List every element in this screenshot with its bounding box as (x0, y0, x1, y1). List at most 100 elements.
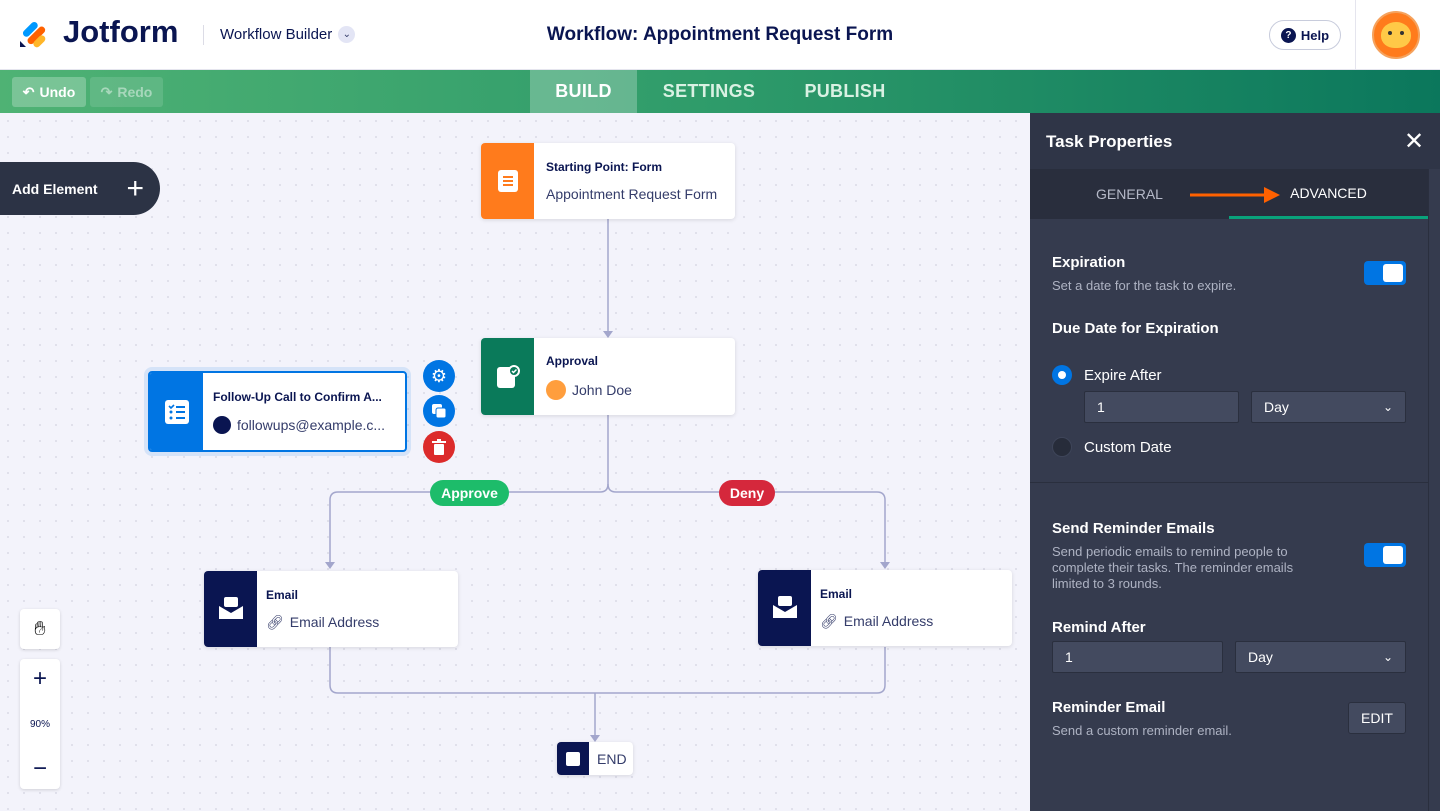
node-title: Starting Point: Form (546, 160, 662, 174)
remind-unit-select[interactable]: Day ⌄ (1235, 641, 1406, 673)
tab-settings[interactable]: SETTINGS (662, 81, 756, 101)
undo-icon: ↶ (22, 83, 35, 100)
zoom-in-button[interactable]: + (32, 665, 47, 692)
add-element-label: Add Element (12, 180, 98, 197)
zoom-level: 90% (29, 718, 50, 730)
top-header: Jotform Workflow Builder ⌄ Workflow: App… (0, 0, 1440, 70)
node-subtitle: Email Address (289, 614, 380, 630)
node-subtitle: followups@example.c... (237, 416, 386, 433)
email-icon (204, 571, 257, 647)
divider (1355, 0, 1356, 70)
remind-amount-input[interactable]: 1 (1052, 641, 1223, 673)
chevron-down-icon: ⌄ (338, 26, 356, 43)
input-value: 1 (1065, 649, 1073, 665)
node-title: Approval (546, 353, 599, 368)
task-properties-panel: Task Properties ✕ GENERAL ADVANCED Expir… (1030, 113, 1440, 811)
trash-icon[interactable] (423, 431, 455, 463)
divider (203, 25, 204, 45)
email-icon (758, 570, 811, 646)
jotform-logo-icon (18, 17, 50, 49)
expiration-label: Expiration (1052, 254, 1126, 271)
help-icon: ? (1280, 27, 1296, 43)
app-menu-label: Workflow Builder (220, 26, 333, 43)
node-email-approve[interactable]: Email 🔗︎ Email Address (204, 571, 458, 647)
approve-branch-label[interactable]: Approve (430, 480, 509, 506)
close-icon[interactable]: ✕ (1404, 128, 1425, 155)
select-value: Day (1248, 649, 1273, 665)
expiration-toggle[interactable] (1364, 261, 1406, 285)
deny-branch-label[interactable]: Deny (719, 480, 775, 506)
add-element-button[interactable]: Add Element + (0, 162, 160, 215)
panel-title: Task Properties (1046, 132, 1173, 151)
stop-icon (557, 742, 589, 775)
connector-merge (329, 647, 886, 694)
select-value: Day (1264, 399, 1289, 415)
expire-amount-input[interactable]: 1 (1084, 391, 1239, 423)
link-icon: 🔗︎ (820, 612, 838, 629)
reminder-email-label: Reminder Email (1052, 699, 1166, 716)
zoom-out-button[interactable]: − (32, 755, 47, 782)
hand-icon: ✋︎ (34, 617, 46, 640)
node-title: Follow-Up Call to Confirm A... (213, 389, 382, 404)
form-icon (481, 143, 534, 219)
due-date-label: Due Date for Expiration (1052, 320, 1219, 337)
user-avatar-icon (546, 379, 566, 400)
node-followup-call[interactable]: Follow-Up Call to Confirm A... followups… (148, 371, 407, 452)
builder-toolbar: ↶Undo ↷Redo BUILD SETTINGS PUBLISH (0, 70, 1440, 113)
chevron-down-icon: ⌄ (1382, 650, 1393, 664)
custom-date-label: Custom Date (1084, 439, 1172, 456)
page-title: Workflow: Appointment Request Form (546, 24, 894, 45)
undo-label: Undo (39, 84, 76, 100)
redo-button[interactable]: ↷Redo (90, 77, 163, 107)
expire-after-label: Expire After (1084, 367, 1162, 384)
expiration-desc: Set a date for the task to expire. (1052, 278, 1237, 293)
tab-build[interactable]: BUILD (530, 70, 637, 113)
edit-reminder-button[interactable]: EDIT (1348, 702, 1406, 734)
reminder-email-desc: Send a custom reminder email. (1052, 723, 1232, 738)
node-title: Email (266, 587, 299, 602)
help-button[interactable]: ? Help (1269, 20, 1341, 50)
input-value: 1 (1097, 399, 1105, 415)
divider (1030, 482, 1428, 483)
tab-general[interactable]: GENERAL (1096, 186, 1163, 202)
chevron-down-icon: ⌄ (1382, 400, 1393, 414)
brand-name: Jotform (63, 14, 179, 49)
node-title: Email (820, 586, 853, 601)
radio-custom-date[interactable] (1052, 437, 1072, 457)
undo-button[interactable]: ↶Undo (12, 77, 86, 107)
avatar[interactable] (1372, 11, 1420, 59)
radio-expire-after[interactable] (1052, 365, 1072, 385)
expire-unit-select[interactable]: Day ⌄ (1251, 391, 1406, 423)
duplicate-icon[interactable] (423, 395, 455, 427)
checklist-icon (150, 373, 203, 450)
gear-icon[interactable]: ⚙ (423, 360, 455, 392)
end-label: END (597, 750, 627, 767)
help-label: Help (1300, 27, 1330, 43)
node-email-deny[interactable]: Email🔗︎Email Address (758, 570, 1012, 646)
node-approval[interactable]: Approval John Doe (481, 338, 735, 415)
workflow-builder-menu[interactable]: Workflow Builder ⌄ (220, 26, 356, 43)
node-subtitle: John Doe (572, 381, 632, 398)
approval-icon (481, 338, 534, 415)
panel-header: Task Properties ✕ (1030, 113, 1440, 169)
connector-deny (607, 483, 886, 562)
remind-after-label: Remind After (1052, 619, 1146, 636)
tab-publish[interactable]: PUBLISH (804, 81, 886, 101)
redo-label: Redo (117, 84, 153, 100)
reminder-desc: Send periodic emails to remind people to… (1052, 544, 1294, 591)
reminder-label: Send Reminder Emails (1052, 520, 1215, 537)
zoom-controls: + 90% − (20, 659, 60, 789)
workflow-canvas[interactable] (0, 113, 1030, 811)
divider (1428, 169, 1429, 811)
plus-icon: + (126, 171, 144, 205)
redo-icon: ↷ (100, 83, 113, 100)
panel-tabs: GENERAL ADVANCED (1030, 169, 1428, 219)
node-subtitle: Appointment Request Form (546, 186, 718, 202)
reminder-toggle[interactable] (1364, 543, 1406, 567)
tab-advanced[interactable]: ADVANCED (1229, 169, 1428, 219)
node-end[interactable]: END (557, 742, 633, 775)
arrow-annotation-icon (1190, 187, 1280, 203)
link-icon: 🔗︎ (266, 613, 284, 630)
pan-hand-button[interactable]: ✋︎ (20, 609, 60, 649)
